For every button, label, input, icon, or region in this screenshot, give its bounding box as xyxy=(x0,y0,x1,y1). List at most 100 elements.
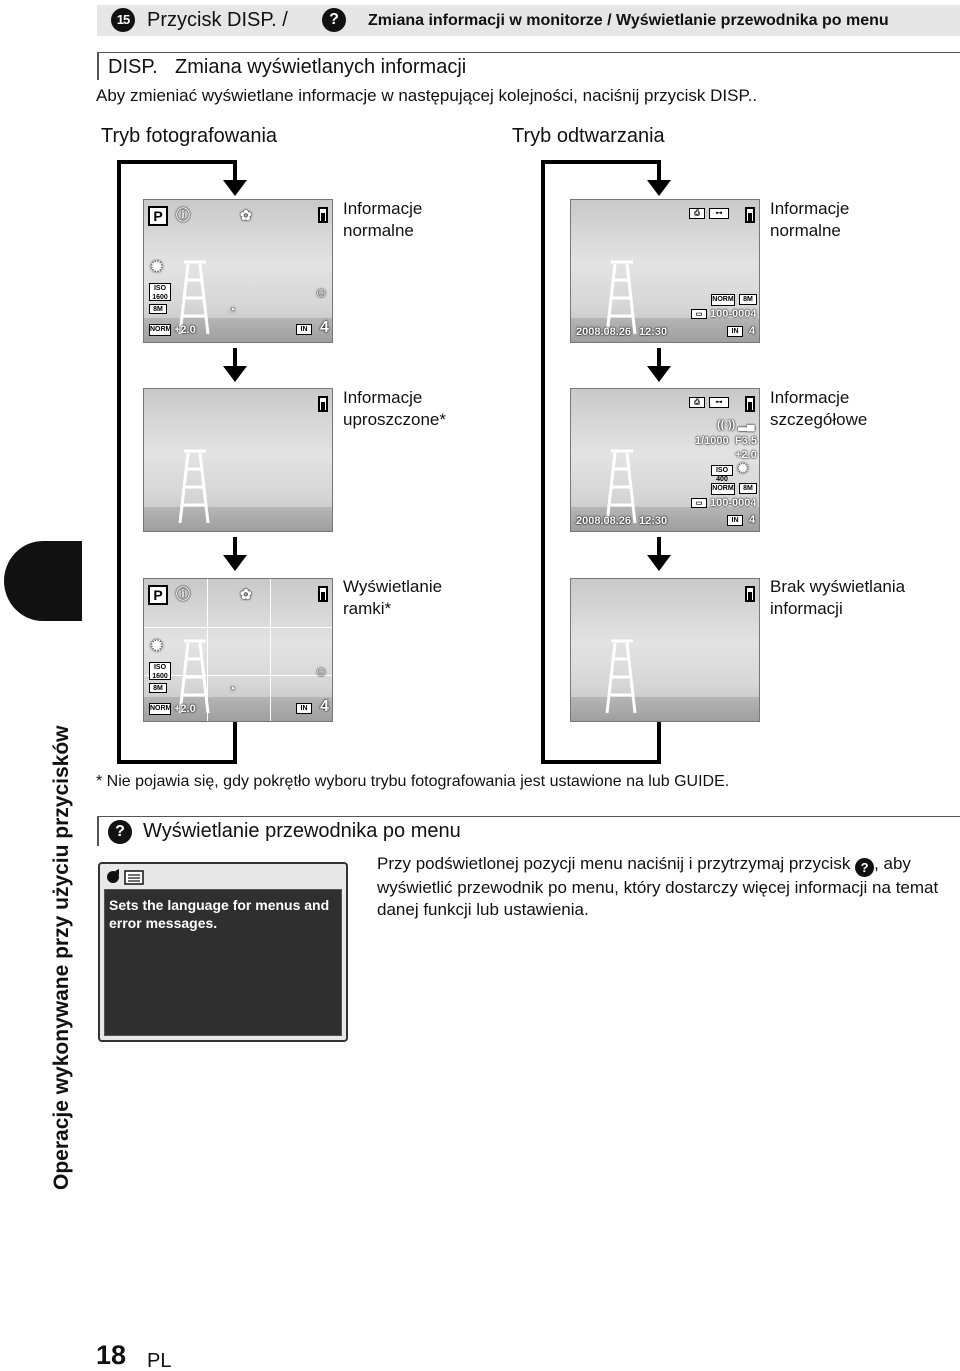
image-size-icon: 8M xyxy=(149,683,167,693)
self-timer-icon: ◔ xyxy=(228,683,236,695)
loop-line xyxy=(117,160,121,764)
page-language: PL xyxy=(147,1350,171,1371)
lifeguard-tower-image xyxy=(172,633,216,713)
battery-icon xyxy=(745,207,755,223)
lifeguard-tower-image xyxy=(172,443,216,523)
page-number: 18 xyxy=(96,1340,126,1370)
lifeguard-tower-image xyxy=(599,633,643,713)
screen-label: Brak wyświetlania informacji xyxy=(770,576,940,620)
file-number: 100-0004 xyxy=(710,308,757,320)
loop-line xyxy=(233,537,237,557)
loop-line xyxy=(117,160,237,164)
loop-line xyxy=(117,760,237,764)
playback-screen-detailed: ⎙ ⊶ ((·)) ▂▄ 1/1000 F3.5 +2.0 ISO 400 ✹ … xyxy=(570,388,760,532)
wb-icon: ✹ xyxy=(150,641,163,653)
program-mode-icon: P xyxy=(148,585,168,605)
loop-line xyxy=(657,720,661,764)
footnote: * Nie pojawia się, gdy pokrętło wyboru t… xyxy=(96,772,729,792)
quality-icon: NORM xyxy=(149,703,171,715)
chapter-tab-label: Operacje wykonywane przy użyciu przycisk… xyxy=(48,725,76,1190)
time: 12:30 xyxy=(639,515,667,527)
shutter-speed: 1/1000 xyxy=(695,435,729,447)
guide-instructions: Przy podświetlonej pozycji menu naciśnij… xyxy=(377,853,957,921)
self-timer-icon: ◔ xyxy=(228,304,236,316)
loop-line xyxy=(233,720,237,764)
help-button-icon: ? xyxy=(855,858,874,877)
guide-text: Sets the language for menus and error me… xyxy=(109,896,337,932)
protect-icon: ⊶ xyxy=(709,397,729,408)
loop-line xyxy=(541,760,661,764)
arrow-down-icon xyxy=(223,555,247,571)
battery-icon xyxy=(745,586,755,602)
lifeguard-tower-image xyxy=(599,254,643,334)
quality-icon: NORM xyxy=(149,324,171,336)
frame-number: 4 xyxy=(749,325,755,337)
macro-icon: ✿ xyxy=(240,588,252,600)
help-icon: ? xyxy=(108,820,132,844)
frame-number: 4 xyxy=(749,514,755,526)
section-number-badge: 15 xyxy=(111,8,135,32)
aperture-value: F3.5 xyxy=(735,435,757,447)
face-detect-icon: ☺ xyxy=(314,665,328,677)
loop-line xyxy=(233,348,237,368)
disp-label: DISP. xyxy=(108,55,158,79)
image-size-icon: 8M xyxy=(739,483,757,494)
shooting-screen-simplified xyxy=(143,388,333,532)
playback-screen-normal: ⎙ ⊶ NORM 8M ▭ 100-0004 2008.08.26 12:30 … xyxy=(570,199,760,343)
print-order-icon: ⎙ xyxy=(689,397,705,408)
loop-line xyxy=(657,537,661,557)
date: 2008.08.26 xyxy=(576,326,631,338)
file-number: 100-0004 xyxy=(710,497,757,509)
grid-line xyxy=(144,627,332,628)
arrow-down-icon xyxy=(223,180,247,196)
battery-icon xyxy=(318,207,328,223)
macro-icon: ✿ xyxy=(240,209,252,221)
iso-icon: ISO 400 xyxy=(711,465,733,476)
screen-label: Wyświetlanie ramki* xyxy=(343,576,463,620)
grid-line xyxy=(144,675,332,676)
print-order-icon: ⎙ xyxy=(689,208,705,219)
memory-icon: IN xyxy=(727,326,743,337)
flash-icon: ⓘ xyxy=(176,209,190,221)
face-detect-icon: ☺ xyxy=(314,286,328,298)
memory-icon: IN xyxy=(296,703,312,714)
protect-icon: ⊶ xyxy=(709,208,729,219)
shooting-screen-normal: P ⓘ ✿ ✹ ISO 1600 8M ◔ ☺ NORM +2.0 IN 4 xyxy=(143,199,333,343)
screen-label: Informacje uproszczone* xyxy=(343,387,473,431)
shooting-screen-grid: P ⓘ ✿ ✹ ISO 1600 8M ◔ ☺ NORM +2.0 IN 4 xyxy=(143,578,333,722)
file-icon: ▭ xyxy=(691,309,707,319)
loop-line xyxy=(541,160,661,164)
memory-icon: IN xyxy=(296,324,312,335)
screen-label: Informacje normalne xyxy=(770,198,880,242)
shots-remaining: 4 xyxy=(320,699,329,715)
intro-text: Aby zmieniać wyświetlane informacje w na… xyxy=(96,85,757,107)
shooting-mode-heading: Tryb fotografowania xyxy=(101,124,277,148)
program-mode-icon: P xyxy=(148,206,168,226)
arrow-down-icon xyxy=(647,555,671,571)
screen-label: Informacje szczegółowe xyxy=(770,387,890,431)
exposure-comp-value: +2.0 xyxy=(174,703,196,715)
grid-line xyxy=(270,579,271,721)
arrow-down-icon xyxy=(647,366,671,382)
loop-line xyxy=(657,160,661,182)
quality-icon: NORM xyxy=(711,483,735,495)
file-icon: ▭ xyxy=(691,498,707,508)
grid-line xyxy=(207,579,208,721)
battery-icon xyxy=(745,396,755,412)
help-button-icon: ? xyxy=(322,8,346,32)
quality-icon: NORM xyxy=(711,294,735,306)
shots-remaining: 4 xyxy=(320,320,329,336)
iso-icon: ISO 1600 xyxy=(149,283,171,301)
lifeguard-tower-image xyxy=(172,254,216,334)
page-subtitle: Zmiana informacji w monitorze / Wyświetl… xyxy=(368,11,889,31)
iso-icon: ISO 1600 xyxy=(149,662,171,680)
loop-line xyxy=(657,348,661,368)
section-title: Wyświetlanie przewodnika po menu xyxy=(143,819,461,843)
memory-icon: IN xyxy=(727,515,743,526)
battery-icon xyxy=(318,586,328,602)
time: 12:30 xyxy=(639,326,667,338)
image-size-icon: 8M xyxy=(739,294,757,305)
loop-line xyxy=(541,160,545,764)
stabilizer-icon: ((·)) ▂▄ xyxy=(717,419,755,431)
exposure-comp-value: +2.0 xyxy=(174,324,196,336)
